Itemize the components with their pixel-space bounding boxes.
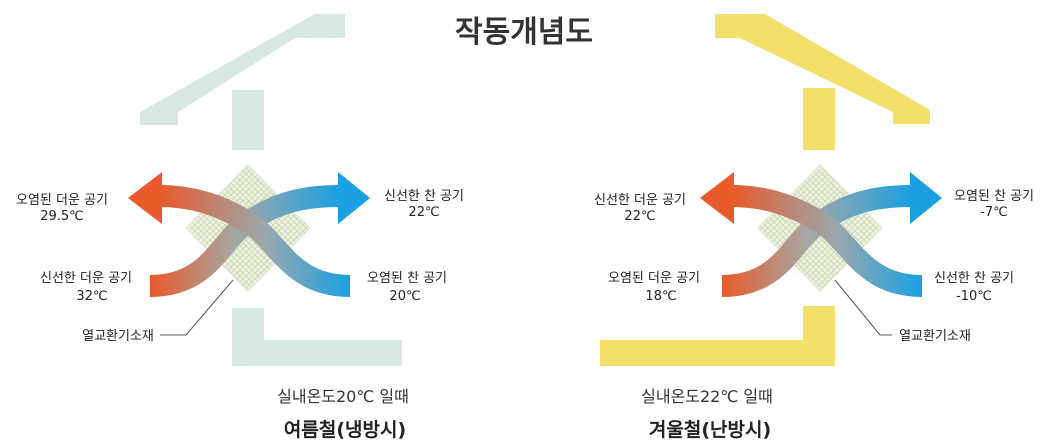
winter-house-outline [600, 14, 930, 366]
summer-out-right-temp: 22℃ [408, 205, 439, 220]
summer-airflow-arrows [128, 172, 370, 297]
winter-in-left-name: 오염된 더운 공기 [608, 271, 700, 286]
summer-out-right-name: 신선한 찬 공기 [384, 189, 464, 204]
winter-out-right-temp: -7℃ [980, 205, 1008, 220]
summer-exchanger-label: 열교환기소재 [82, 329, 154, 344]
winter-out-left-name: 신선한 더운 공기 [594, 193, 686, 208]
summer-in-right-temp: 20℃ [389, 289, 420, 304]
winter-caption-season: 겨울철(난방시) [649, 419, 771, 441]
summer-panel: 오염된 더운 공기 29.5℃ 신선한 찬 공기 22℃ 신선한 더운 공기 3… [16, 14, 464, 441]
summer-exchanger-leader [185, 279, 234, 336]
winter-out-right-name: 오염된 찬 공기 [954, 189, 1034, 204]
summer-in-left-name: 신선한 더운 공기 [40, 271, 132, 286]
summer-in-right-name: 오염된 찬 공기 [367, 271, 447, 286]
summer-in-left-temp: 32℃ [76, 289, 107, 304]
winter-exchanger-leader [834, 279, 881, 336]
summer-caption-season: 여름철(냉방시) [284, 419, 406, 441]
summer-out-left-name: 오염된 더운 공기 [16, 193, 108, 208]
summer-out-left-temp: 29.5℃ [40, 209, 84, 224]
winter-out-left-temp: 22℃ [624, 209, 655, 224]
winter-caption-condition: 실내온도22℃ 일때 [641, 387, 773, 406]
winter-in-left-temp: 18℃ [645, 289, 676, 304]
winter-airflow-arrows [700, 172, 942, 297]
winter-in-right-temp: -10℃ [956, 289, 992, 304]
winter-in-right-name: 신선한 찬 공기 [934, 271, 1014, 286]
winter-exchanger-label: 열교환기소재 [899, 329, 971, 344]
summer-house-outline [140, 14, 402, 366]
diagram-title: 작동개념도 [455, 15, 593, 50]
summer-caption-condition: 실내온도20℃ 일때 [277, 387, 409, 406]
winter-panel: 신선한 더운 공기 22℃ 오염된 찬 공기 -7℃ 오염된 더운 공기 18℃… [594, 14, 1034, 441]
